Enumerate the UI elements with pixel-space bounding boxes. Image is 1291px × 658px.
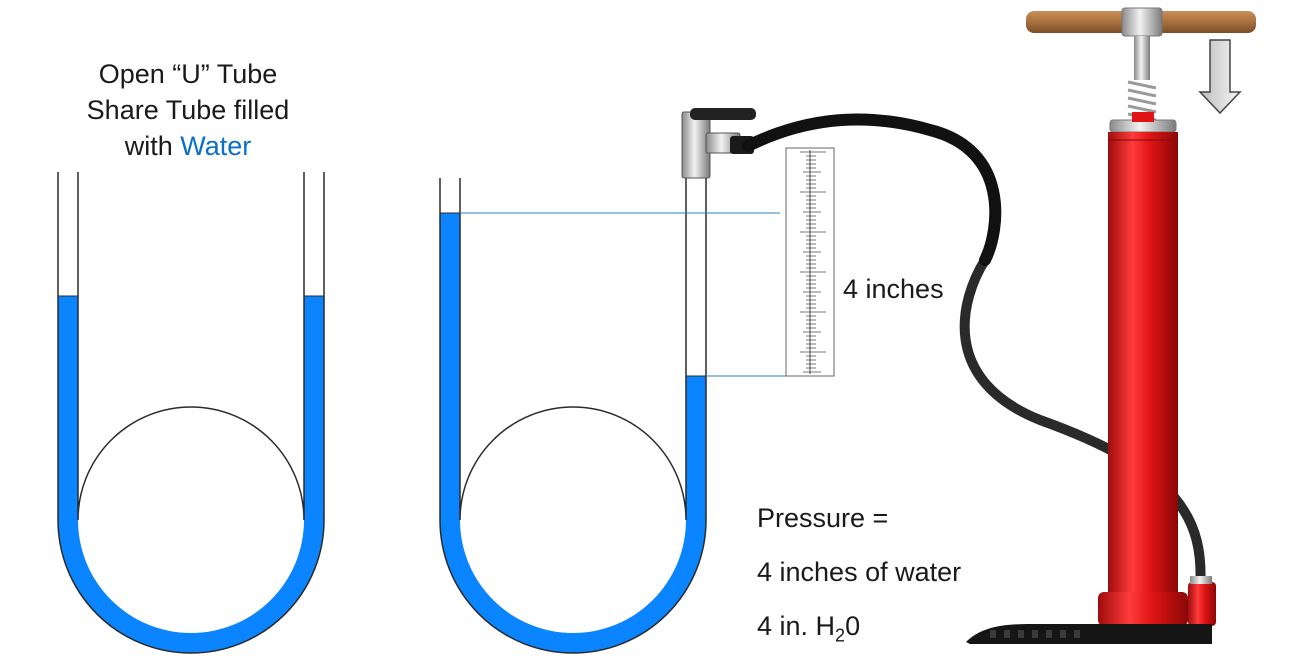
tube1-outer-wall (57, 172, 325, 654)
title-line-1: Open “U” Tube (98, 59, 278, 89)
title-line-3: with Water (58, 128, 318, 164)
title-line-2: Share Tube filled (86, 95, 290, 125)
pressure-line-2: 4 inches of water (757, 557, 962, 587)
tube2-inner-wall (459, 178, 687, 521)
u-tube-open (57, 172, 325, 654)
tube1-water (58, 296, 324, 653)
pressure-line-3-subscript: 2 (835, 625, 846, 646)
down-arrow-icon (1198, 39, 1242, 115)
air-pump (966, 7, 1256, 644)
pump-nozzle (681, 108, 756, 179)
u-tube-pressurized (439, 178, 707, 654)
pressure-line-3: 4 in. H20 (757, 611, 861, 646)
measurement-label: 4 inches (843, 274, 944, 304)
ruler (785, 147, 835, 377)
pressure-line-3-prefix: 4 in. H (757, 611, 836, 641)
pump-barrel (1108, 132, 1178, 594)
pressure-line-1: Pressure = (757, 503, 889, 533)
pressure-line-3-suffix: 0 (845, 611, 861, 641)
ruler-ticks (800, 151, 826, 373)
water-highlight: Water (180, 131, 252, 161)
tube2-water (440, 213, 706, 653)
diagram-title: Open “U” Tube Share Tube filled with Wat… (58, 56, 318, 164)
tube2-outer-wall (439, 178, 707, 654)
tube1-inner-wall (77, 172, 305, 521)
title-line-3-prefix: with (124, 131, 181, 161)
